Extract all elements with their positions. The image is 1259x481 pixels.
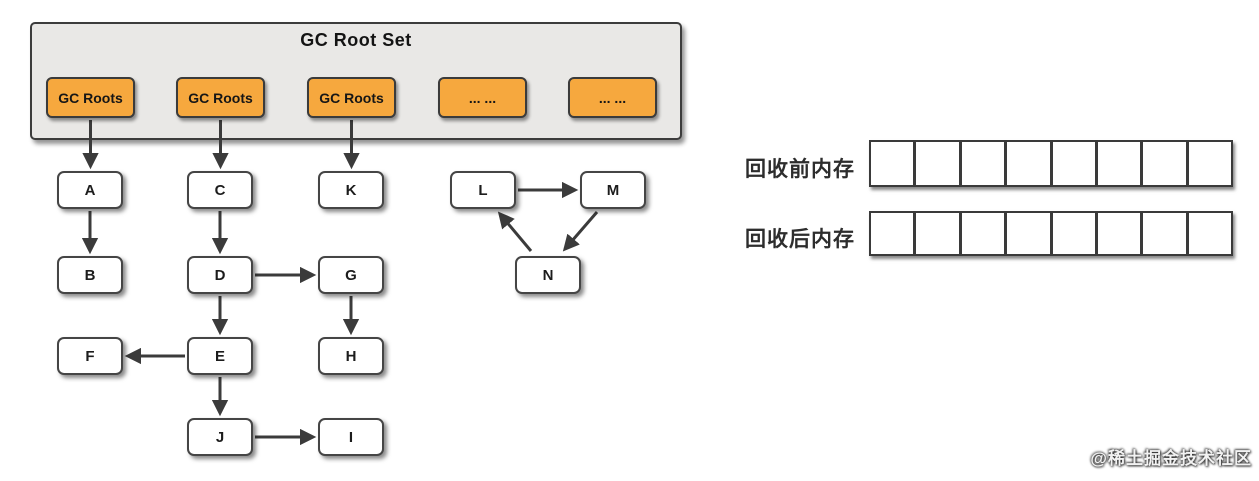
memory-bar-1 [869,140,1233,187]
memory-row-label-1: 回收前内存 [745,157,855,181]
memory-cell [1049,213,1095,254]
node-M: M [580,171,646,209]
memory-cell [958,142,1005,185]
memory-cell [1004,213,1050,254]
node-N: N [515,256,581,294]
memory-cell [1185,213,1231,254]
memory-cell [1004,142,1050,185]
gc-roots-box-1: GC Roots [46,77,135,118]
node-I: I [318,418,384,456]
memory-cell [913,213,959,254]
juejin-watermark: @稀土掘金技术社区 [1090,449,1252,468]
gc-roots-box-5: ... ... [568,77,657,118]
memory-cell [913,142,959,185]
node-E: E [187,337,253,375]
node-G: G [318,256,384,294]
gc-roots-box-3: GC Roots [307,77,396,118]
memory-cell [1094,213,1141,254]
memory-cell [871,213,914,254]
node-K: K [318,171,384,209]
memory-cell [1140,142,1186,185]
node-B: B [57,256,123,294]
memory-cell [1049,142,1095,185]
node-A: A [57,171,123,209]
edge-N-L [497,211,533,252]
node-J: J [187,418,253,456]
memory-cell [1094,142,1141,185]
node-F: F [57,337,123,375]
memory-bar-2 [869,211,1233,256]
memory-cell [1185,142,1231,185]
edge-M-N [562,211,599,252]
node-L: L [450,171,516,209]
memory-cell [958,213,1005,254]
node-C: C [187,171,253,209]
memory-cell [1140,213,1186,254]
memory-cell [871,142,914,185]
gc-root-set-title: GC Root Set [300,30,412,50]
gc-roots-box-2: GC Roots [176,77,265,118]
node-H: H [318,337,384,375]
node-D: D [187,256,253,294]
gc-roots-box-4: ... ... [438,77,527,118]
memory-row-label-2: 回收后内存 [745,227,855,251]
